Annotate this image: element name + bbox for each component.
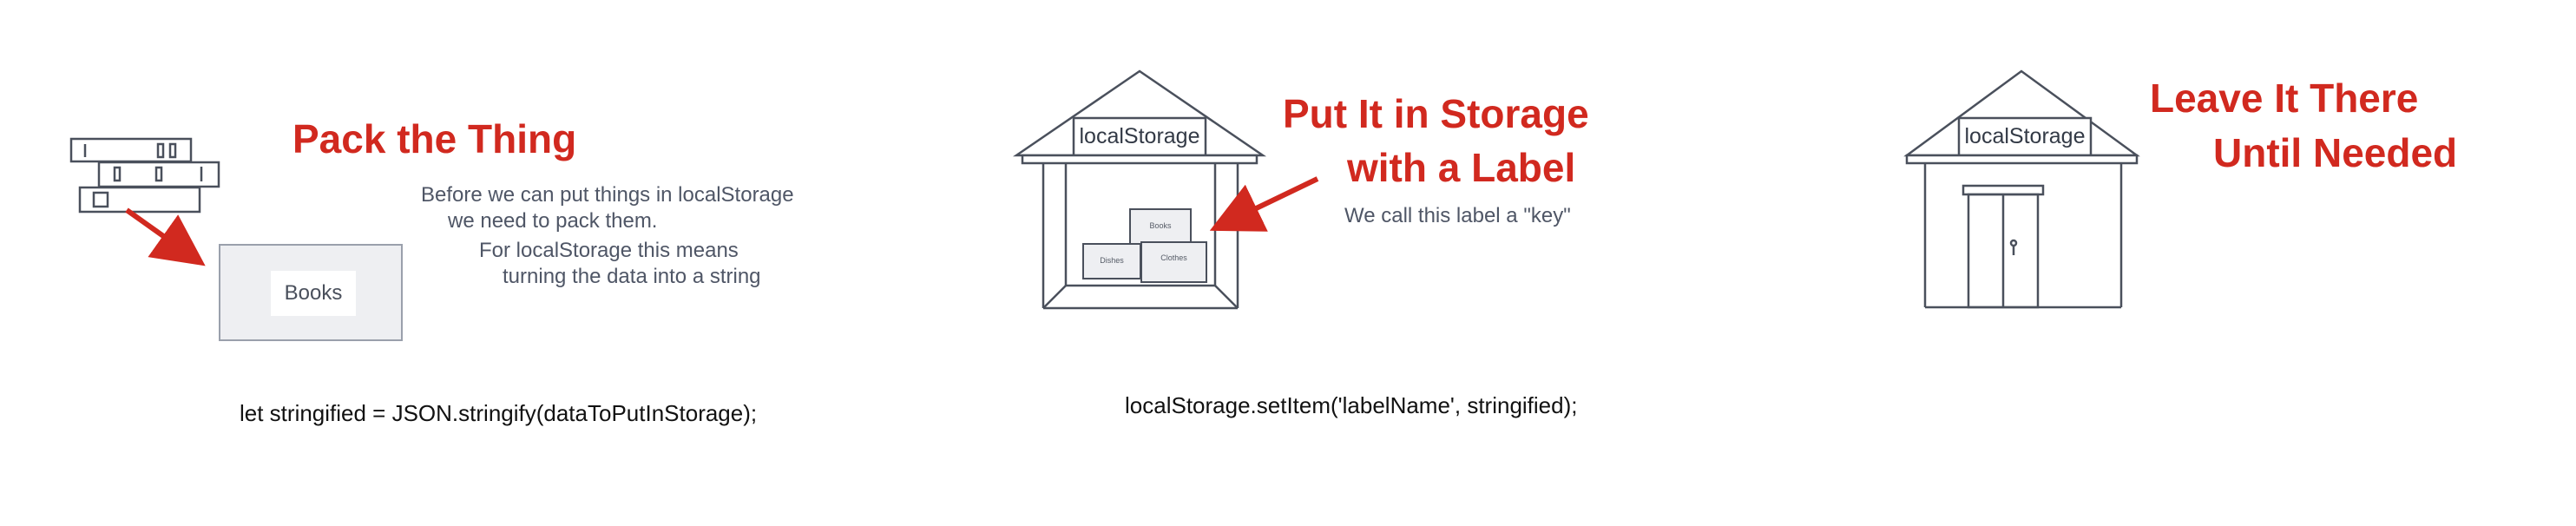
storage-house-icon [1012,69,1267,310]
pack-code: let stringified = JSON.stringify(dataToP… [240,400,758,426]
pack-heading: Pack the Thing [292,116,577,161]
leave-heading-line-2: Until Needed [2213,130,2458,175]
pack-description-line-4: turning the data into a string [503,265,761,288]
pack-arrow-icon [125,207,206,266]
storage-box-books: Books [1149,221,1172,230]
store-description: We call this label a "key" [1344,204,1571,227]
closed-house-label: localStorage [1964,124,2086,148]
pack-description-line-1: Before we can put things in localStorage [421,183,794,207]
store-heading-line-2: with a Label [1347,145,1576,190]
packed-box-label-bg [271,271,356,316]
storage-box-clothes: Clothes [1160,253,1187,262]
closed-house-icon [1903,69,2140,309]
leave-heading-line-1: Leave It There [2150,76,2419,121]
packed-box-label: Books [284,281,343,305]
storage-house-label: localStorage [1079,124,1200,148]
store-code: localStorage.setItem('labelName', string… [1125,392,1578,418]
pack-description-line-3: For localStorage this means [479,239,739,262]
pack-description-line-2: we need to pack them. [448,209,658,233]
storage-boxes [1082,208,1207,283]
books-stack-icon [69,137,220,214]
store-heading-line-1: Put It in Storage [1283,91,1589,136]
storage-box-dishes: Dishes [1100,256,1124,265]
label-arrow-icon [1209,176,1319,232]
